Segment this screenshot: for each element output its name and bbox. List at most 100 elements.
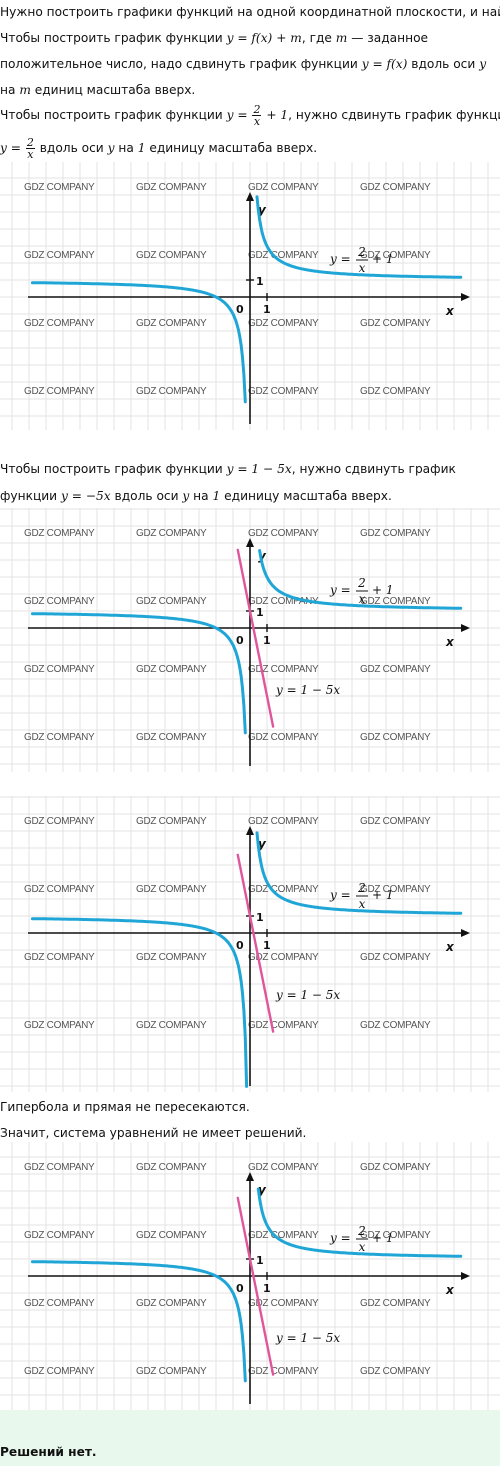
watermark: GDZ COMPANY (24, 386, 95, 397)
hyperbola-label-den: x (359, 897, 366, 911)
rule-paragraph-line1: Чтобы построить график функции y = f(x) … (0, 31, 429, 45)
hyperbola-label-tail: + 1 (372, 252, 394, 266)
watermark: GDZ COMPANY (136, 884, 207, 895)
line-paragraph-line2: функции y = −5x вдоль оси y на 1 единицу… (0, 489, 392, 503)
line-label: y = 1 − 5x (275, 683, 340, 697)
watermark: GDZ COMPANY (24, 732, 95, 743)
y-axis-arrow (246, 538, 254, 547)
watermark: GDZ COMPANY (360, 1298, 431, 1309)
x-axis-label: x (445, 1283, 455, 1297)
watermark: GDZ COMPANY (248, 1020, 319, 1031)
watermark: GDZ COMPANY (136, 182, 207, 193)
watermark: GDZ COMPANY (24, 952, 95, 963)
hyperbola-right-branch (256, 1187, 463, 1258)
hyperbola-left-branch (30, 1260, 247, 1383)
hyperbola-label-num: 2 (357, 1224, 366, 1238)
hyperbola-label-num: 2 (357, 245, 366, 259)
watermark: GDZ COMPANY (136, 1162, 207, 1173)
watermark: GDZ COMPANY (360, 596, 431, 607)
watermark: GDZ COMPANY (136, 386, 207, 397)
hyperbola-label-tail: + 1 (372, 1231, 394, 1245)
rule-paragraph-line3: на m единиц масштаба вверх. (0, 83, 196, 97)
y-axis-label: y (258, 549, 267, 563)
graph-svg: GDZ COMPANY GDZ COMPANY GDZ COMPANY GDZ COM… (0, 1142, 500, 1410)
y-one-label: 1 (256, 1254, 264, 1267)
graph-hyperbola-and-line-1: GDZ COMPANY GDZ COMPANY GDZ COMPANY GDZ COM… (0, 508, 500, 772)
watermark: GDZ COMPANY (360, 1020, 431, 1031)
rule-paragraph-line2: положительное число, надо сдвинуть графи… (0, 57, 487, 71)
hyperbola-label-num: 2 (357, 576, 366, 590)
graph-svg: GDZ COMPANY GDZ COMPANY GDZ COMPANY GDZ COM… (0, 796, 500, 1092)
watermark: GDZ COMPANY (136, 732, 207, 743)
watermark: GDZ COMPANY (360, 884, 431, 895)
x-one-label: 1 (263, 634, 271, 647)
hyperbola-right-branch (255, 831, 463, 915)
hyperbola-label: y =2x+ 1 (329, 576, 394, 606)
watermark: GDZ COMPANY (248, 884, 319, 895)
watermark: GDZ COMPANY (24, 1162, 95, 1173)
watermark: GDZ COMPANY (24, 528, 95, 539)
hyperbola-label-y: y = (329, 583, 351, 597)
graph-svg: GDZ COMPANY GDZ COMPANY GDZ COMPANY GDZ COM… (0, 508, 500, 772)
answer-text: Решений нет. (0, 1445, 97, 1459)
watermark: GDZ COMPANY (248, 664, 319, 675)
answer-band (0, 1410, 500, 1466)
graph-hyperbola: GDZ COMPANY GDZ COMPANY GDZ COMPANY GDZ COM… (0, 162, 500, 430)
watermark: GDZ COMPANY (360, 318, 431, 329)
x-axis-arrow (461, 1272, 470, 1280)
watermark: GDZ COMPANY (136, 596, 207, 607)
watermark: GDZ COMPANY (24, 1366, 95, 1377)
watermark: GDZ COMPANY (24, 182, 95, 193)
watermark: GDZ COMPANY (136, 664, 207, 675)
graph-hyperbola-and-line-3: GDZ COMPANY GDZ COMPANY GDZ COMPANY GDZ COM… (0, 1142, 500, 1410)
watermark: GDZ COMPANY (360, 528, 431, 539)
conclusion-line2: Значит, система уравнений не имеет решен… (0, 1126, 307, 1140)
watermark: GDZ COMPANY (360, 952, 431, 963)
x-one-label: 1 (263, 303, 271, 316)
watermark: GDZ COMPANY (24, 884, 95, 895)
x-axis-label: x (445, 635, 455, 649)
watermark: GDZ COMPANY (360, 732, 431, 743)
hyperbola-label-tail: + 1 (372, 583, 394, 597)
line-label: y = 1 − 5x (275, 1331, 340, 1345)
y-axis-arrow (246, 826, 254, 835)
watermark: GDZ COMPANY (248, 952, 319, 963)
watermark: GDZ COMPANY (248, 1230, 319, 1241)
watermark: GDZ COMPANY (24, 250, 95, 261)
hyperbola-label-y: y = (329, 252, 351, 266)
x-axis-label: x (445, 304, 455, 318)
watermark: GDZ COMPANY (136, 1298, 207, 1309)
origin-label: 0 (236, 303, 244, 316)
y-axis-label: y (258, 1183, 267, 1197)
watermark: GDZ COMPANY (24, 596, 95, 607)
watermark: GDZ COMPANY (24, 1298, 95, 1309)
y-one-label: 1 (256, 275, 264, 288)
watermark: GDZ COMPANY (360, 182, 431, 193)
hyperbola-right-branch (255, 195, 463, 279)
watermark: GDZ COMPANY (136, 1020, 207, 1031)
hyperbola-left-branch (30, 917, 249, 1088)
watermark: GDZ COMPANY (136, 318, 207, 329)
intro-line: Нужно построить графики функций на одной… (0, 5, 500, 19)
x-axis-arrow (461, 624, 470, 632)
watermark: GDZ COMPANY (136, 816, 207, 827)
watermark: GDZ COMPANY (360, 1230, 431, 1241)
watermark: GDZ COMPANY (248, 318, 319, 329)
line-y-1-minus-5x (236, 548, 275, 728)
line-paragraph-line1: Чтобы построить график функции y = 1 − 5… (0, 462, 456, 476)
y-axis-label: y (258, 837, 267, 851)
y-axis-label: y (258, 203, 267, 217)
hyperbola-label: y =2x+ 1 (329, 881, 394, 911)
watermark: GDZ COMPANY (248, 1298, 319, 1309)
y-axis-arrow (246, 1172, 254, 1181)
hyperbola-label-den: x (359, 261, 366, 275)
y-one-label: 1 (256, 911, 264, 924)
conclusion-line1: Гипербола и прямая не пересекаются. (0, 1100, 250, 1114)
watermark: GDZ COMPANY (360, 1366, 431, 1377)
hyperbola-left-branch (30, 612, 247, 735)
origin-label: 0 (236, 1282, 244, 1295)
graph-svg: GDZ COMPANY GDZ COMPANY GDZ COMPANY GDZ COM… (0, 162, 500, 430)
